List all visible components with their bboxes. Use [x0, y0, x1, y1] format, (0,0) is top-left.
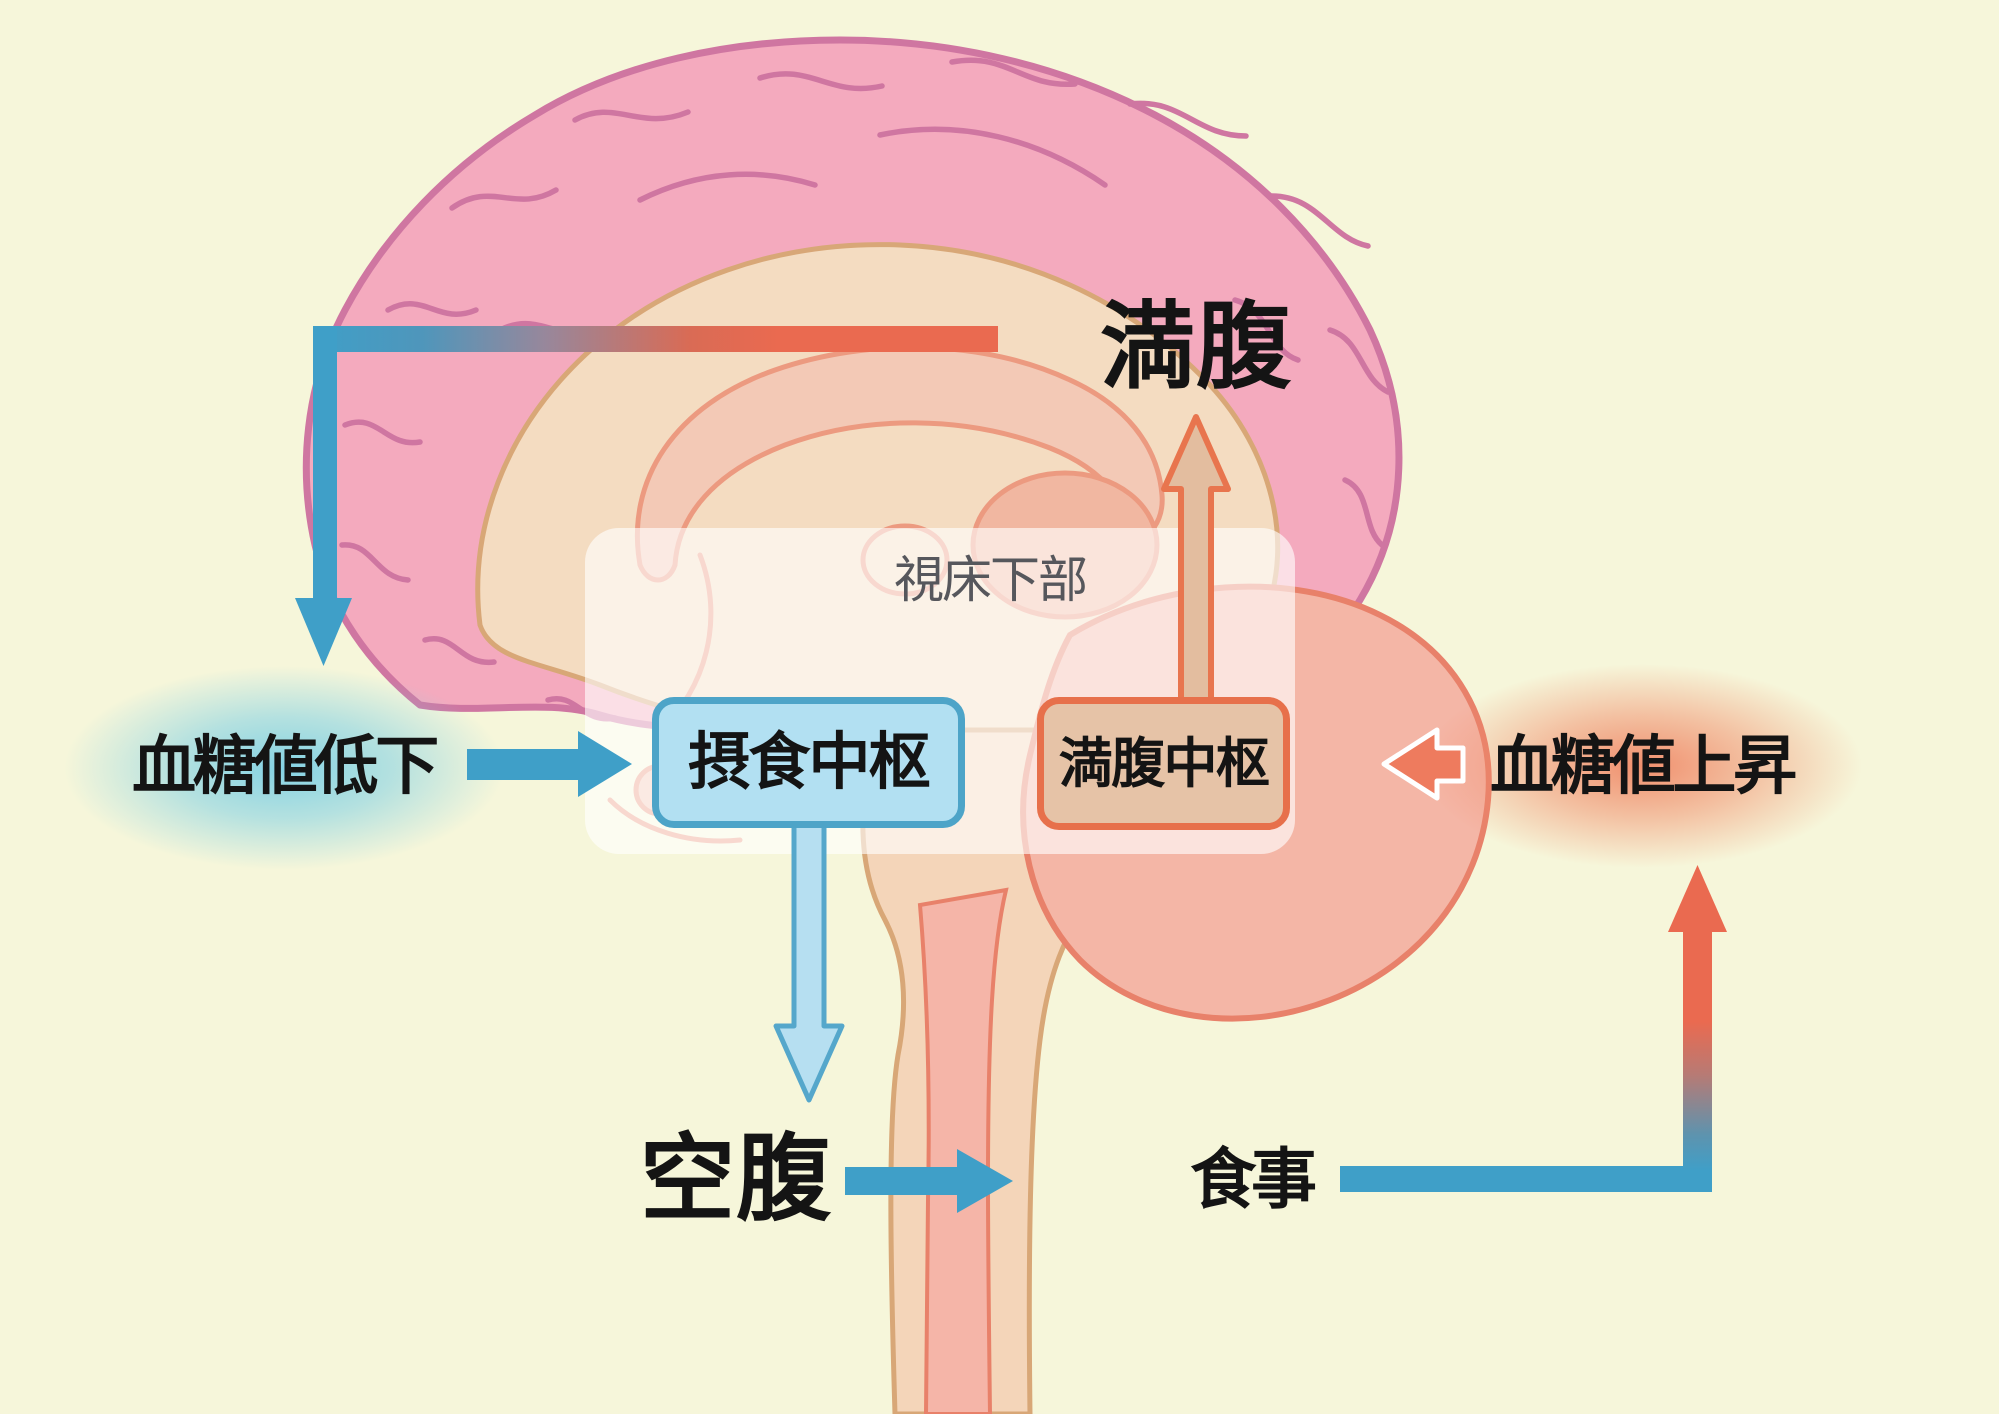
blood-sugar-increase-label: 血糖値上昇 — [1490, 730, 1797, 802]
blood-sugar-decrease-label: 血糖値低下 — [132, 730, 439, 802]
blood-sugar-low-arrow — [467, 731, 632, 797]
feeding-center-box: 摂食中枢 — [652, 697, 965, 828]
satiety-label: 満腹 — [1100, 294, 1292, 401]
hunger-label: 空腹 — [640, 1126, 832, 1233]
feeding-center-label: 摂食中枢 — [688, 727, 930, 797]
satiety-feedback-arrow — [295, 326, 998, 666]
feeding-center-down-arrow — [773, 821, 845, 1103]
hunger-to-meal-arrow — [845, 1149, 1013, 1213]
satiety-center-label: 満腹中枢 — [1058, 733, 1270, 794]
satiety-center-up-arrow — [1161, 414, 1231, 705]
medulla-stripe — [917, 887, 1009, 1414]
blood-sugar-low-glow — [64, 666, 504, 870]
satiety-center-box: 満腹中枢 — [1037, 697, 1290, 830]
blood-sugar-high-arrow — [1381, 727, 1466, 801]
meal-label: 食事 — [1190, 1142, 1317, 1216]
hypothalamus-label: 視床下部 — [894, 552, 1088, 608]
meal-to-blood-sugar-arrow — [1340, 865, 1727, 1192]
blood-sugar-high-glow — [1422, 664, 1862, 868]
